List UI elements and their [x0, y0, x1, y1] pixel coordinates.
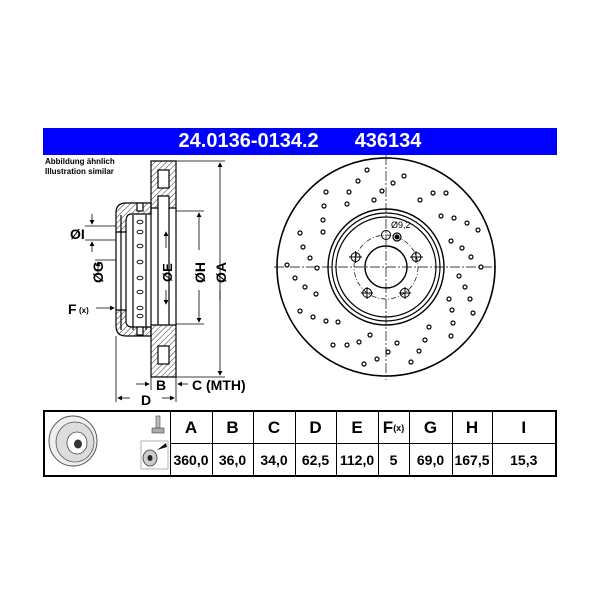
label-F: F [68, 301, 77, 317]
value-B: 36,0 [211, 443, 254, 477]
bolt-holes [349, 230, 423, 299]
dimension-labels: ØI ØG ØE ØH ØA F (x) B C (MTH) D [68, 226, 246, 408]
col-header-D: D [294, 410, 337, 444]
table-value-row: 360,0 36,0 34,0 62,5 112,0 5 69,0 167,5 … [44, 443, 557, 477]
value-E: 112,0 [335, 443, 379, 477]
col-header-G: G [408, 410, 453, 444]
value-D: 62,5 [294, 443, 337, 477]
col-header-A: A [169, 410, 213, 444]
title-bar: 24.0136-0134.2 436134 [43, 128, 557, 155]
col-header-C: C [252, 410, 296, 444]
note-english: Illustration similar [45, 167, 114, 176]
value-F: 5 [377, 443, 410, 477]
label-F-sub: (x) [79, 306, 89, 315]
bolt-icon [151, 415, 165, 434]
article-number: 436134 [354, 130, 422, 152]
label-B: B [156, 377, 166, 393]
front-view [274, 155, 498, 380]
col-header-F-sub: (x) [393, 422, 405, 433]
table-header-row: A B C D E F(x) G H I [43, 410, 557, 477]
disc-bolt-detail-icon [141, 440, 169, 470]
label-C: C (MTH) [192, 377, 246, 393]
value-A: 360,0 [169, 443, 213, 477]
col-header-I: I [491, 410, 557, 444]
label-diameter-E: ØE [160, 263, 175, 282]
drilled-holes [284, 167, 484, 367]
note-german: Abbildung ähnlich [45, 157, 115, 166]
part-number: 24.0136-0134.2 [178, 130, 319, 152]
value-G: 69,0 [408, 443, 453, 477]
col-header-B: B [211, 410, 254, 444]
value-H: 167,5 [451, 443, 493, 477]
col-header-H: H [451, 410, 493, 444]
value-I: 15,3 [491, 443, 557, 477]
col-header-F: F(x) [377, 410, 410, 444]
label-diameter-H: ØH [192, 262, 208, 283]
brake-disc-icon [48, 415, 169, 470]
label-diameter-G: ØG [90, 261, 106, 283]
col-header-E: E [335, 410, 379, 444]
illustration-note: Abbildung ähnlich Illustration similar [45, 157, 115, 177]
hole-diameter-label: Ø9,2 [391, 220, 411, 230]
label-diameter-I: ØI [70, 226, 85, 242]
label-D: D [141, 392, 151, 408]
specifications-table: A B C D E F(x) G H I 360,0 36,0 34,0 62,… [43, 410, 557, 477]
label-diameter-A: ØA [213, 262, 229, 283]
col-header-F-label: F [382, 417, 394, 437]
icon-cell [43, 410, 171, 477]
value-C: 34,0 [252, 443, 296, 477]
dimension-lines [85, 160, 225, 402]
